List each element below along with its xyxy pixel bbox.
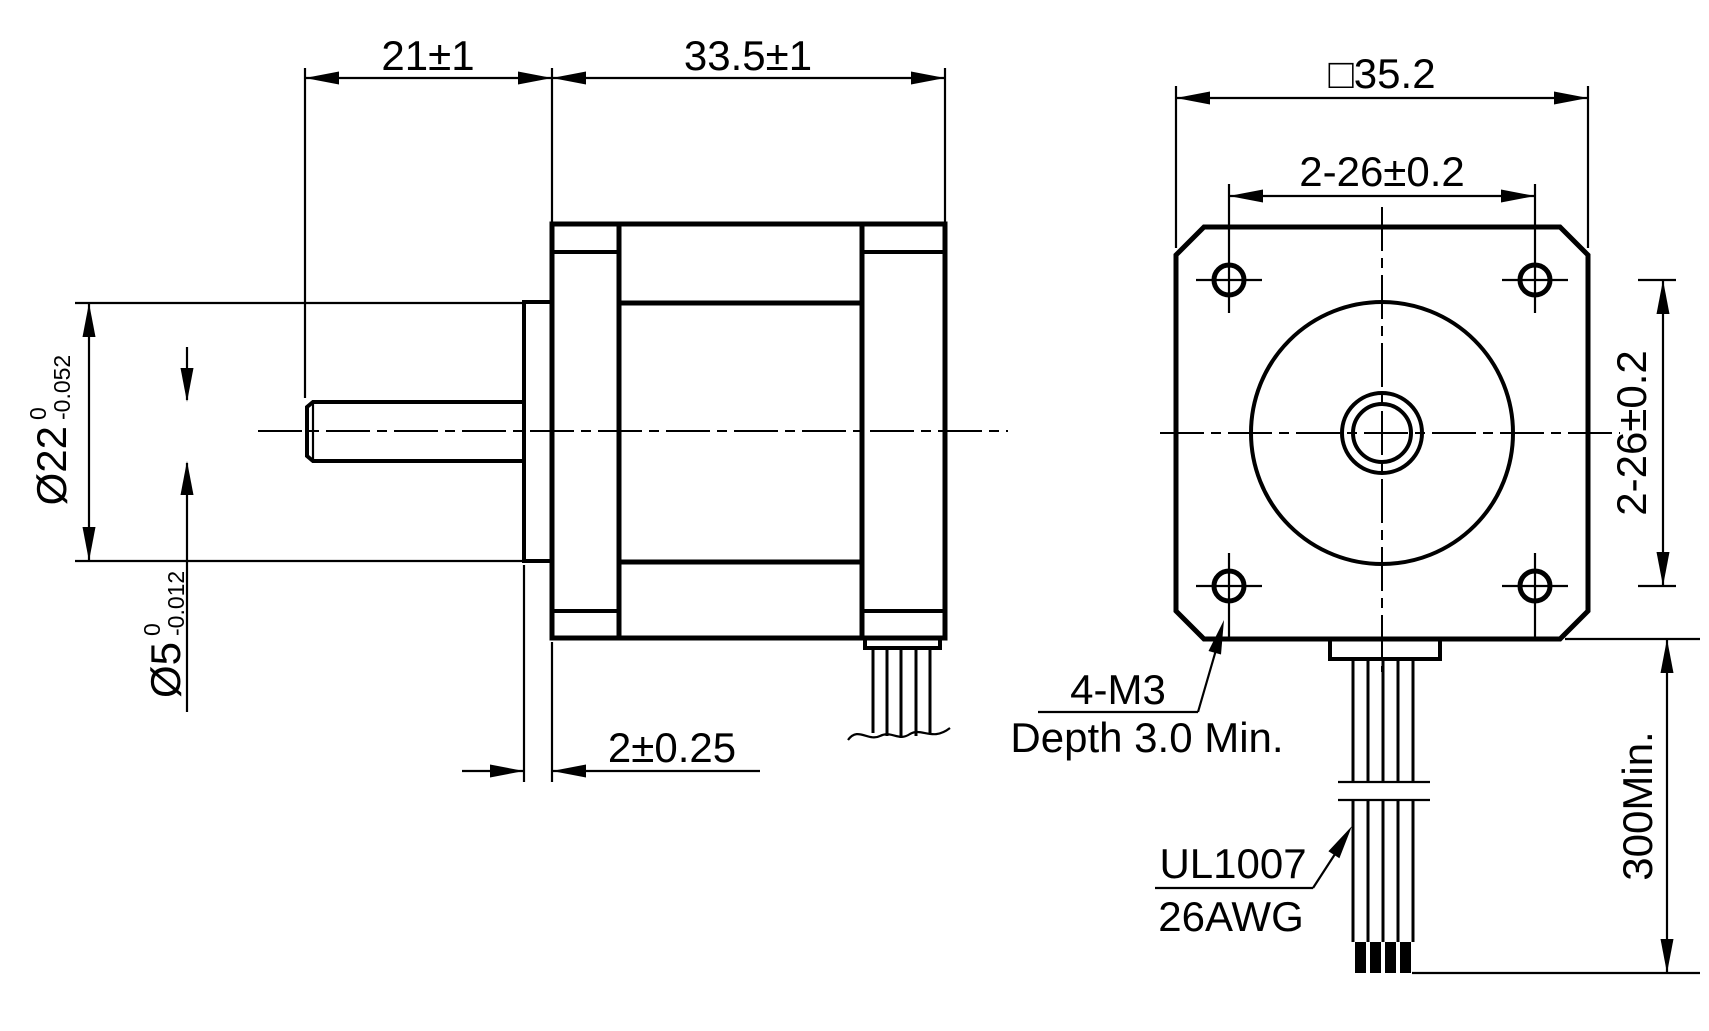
pilot-diameter-label: Ø22 [28, 426, 75, 505]
side-view [258, 221, 1008, 741]
front-wire-exit-tab [1328, 639, 1442, 661]
mounting-holes [1196, 184, 1568, 640]
wire-end [1355, 942, 1366, 973]
dim-hole-spacing-horizontal: 2-26±0.2 [1229, 148, 1535, 203]
shaft-diameter-label: Ø5 [142, 642, 189, 698]
leader-arrow [1328, 826, 1352, 859]
flange-outline [1173, 224, 1591, 642]
front-view [1160, 184, 1620, 973]
side-wire-bundle [847, 648, 951, 741]
dim-hole-spacing-vertical: 2-26±0.2 [1608, 278, 1676, 588]
lead-length-label: 300Min. [1614, 731, 1661, 880]
note-mounting-holes: 4-M3 Depth 3.0 Min. [1010, 620, 1284, 761]
pilot-depth-label: 2±0.25 [608, 724, 736, 771]
note-leader-line [1312, 850, 1338, 889]
dim-lead-length: 300Min. [1412, 637, 1700, 975]
wire-end [1385, 942, 1396, 973]
dim-shaft-diameter: Ø5 0 -0.012 [139, 347, 194, 712]
pilot-tol-upper-label: 0 [25, 407, 51, 420]
note-lead-wire: UL1007 26AWG [1155, 826, 1352, 940]
dim-pilot-diameter: Ø22 0 -0.052 [25, 301, 522, 563]
wire-end [1370, 942, 1381, 973]
dim-flange-size: □35.2 [1174, 50, 1590, 248]
shaft-tol-upper-label: 0 [139, 623, 165, 636]
dim-body-length: 33.5±1 [552, 32, 947, 222]
motor-body-outline [549, 221, 948, 641]
leader-arrow [1208, 620, 1224, 655]
side-view-dimensions: 21±1 33.5±1 Ø22 0 -0.052 [25, 32, 947, 782]
mounting-note-line1-label: 4-M3 [1070, 666, 1166, 713]
mounting-note-line2-label: Depth 3.0 Min. [1010, 714, 1283, 761]
note-leader-line [1196, 649, 1218, 713]
pilot-boss-circle [1249, 300, 1515, 566]
wire-break-squiggle [847, 727, 951, 741]
shaft-circle [1351, 402, 1413, 464]
hole-spacing-vertical-label: 2-26±0.2 [1608, 350, 1655, 516]
pilot-boss [522, 300, 552, 563]
wire-end [1400, 942, 1411, 973]
shaft-tol-lower-label: -0.012 [163, 571, 189, 636]
shaft-length-label: 21±1 [381, 32, 474, 79]
flange-size-label: □35.2 [1328, 50, 1435, 97]
dim-pilot-depth: 2±0.25 [462, 565, 760, 782]
pilot-tol-lower-label: -0.052 [49, 355, 75, 420]
shaft [305, 400, 524, 463]
lead-wire-note-line2-label: 26AWG [1158, 893, 1303, 940]
shaft-chamfer-circle [1340, 391, 1424, 475]
front-wire-bundle [1338, 659, 1430, 973]
dim-shaft-length: 21±1 [303, 32, 554, 398]
hole-spacing-horizontal-label: 2-26±0.2 [1299, 148, 1465, 195]
body-length-label: 33.5±1 [684, 32, 812, 79]
lead-wire-note-line1-label: UL1007 [1159, 840, 1306, 887]
front-view-dimensions: □35.2 2-26±0.2 2-26±0.2 [1010, 50, 1700, 975]
